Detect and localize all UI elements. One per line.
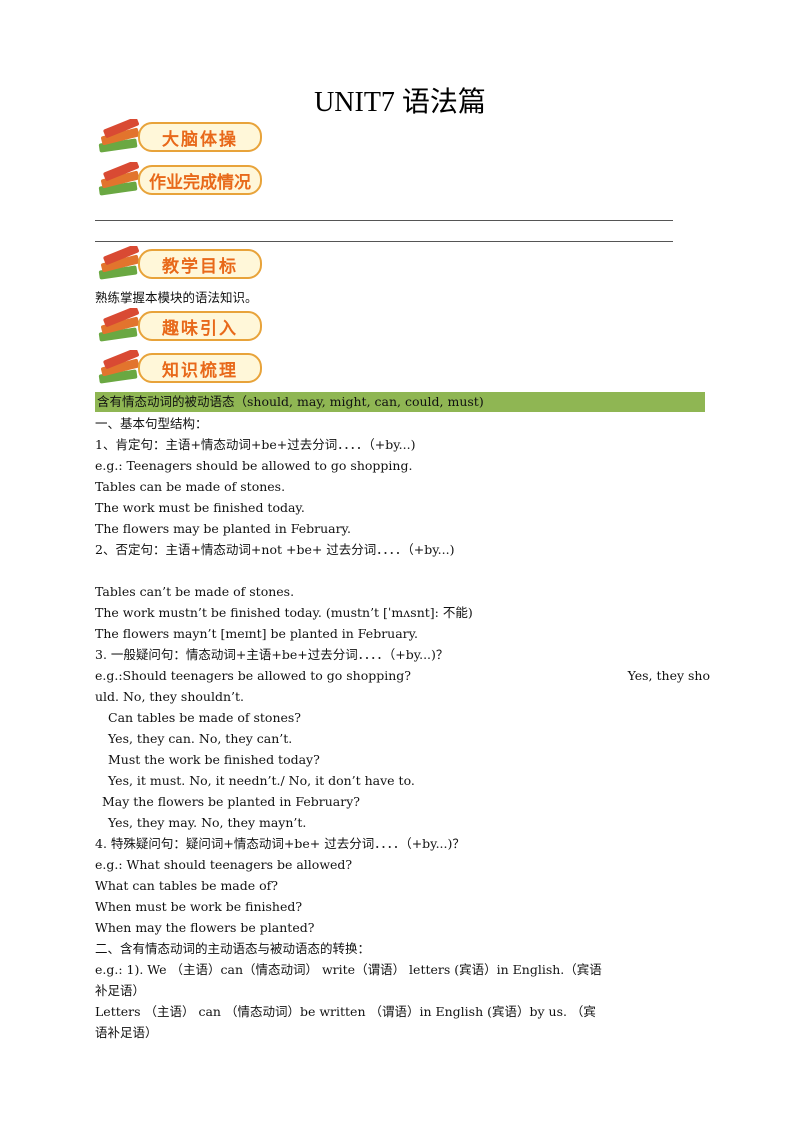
- text-line: e.g.:Should teenagers be allowed to go s…: [95, 668, 710, 684]
- text-line: e.g.: Teenagers should be allowed to go …: [95, 458, 413, 473]
- text-line: 补足语）: [95, 983, 146, 998]
- divider: [95, 241, 673, 242]
- text-line: Tables can’t be made of stones.: [95, 584, 295, 599]
- badge-fun-intro: 趣味引入: [95, 308, 265, 344]
- text-line: 二、含有情态动词的主动语态与被动语态的转换：: [95, 941, 371, 956]
- text-fragment: e.g.:Should teenagers be allowed to go s…: [95, 668, 411, 683]
- text-line: What can tables be made of?: [95, 878, 278, 893]
- text-line: 语补足语）: [95, 1025, 158, 1040]
- text-line: Yes, they may. No, they mayn’t.: [108, 815, 307, 830]
- text-line: 2、否定句：主语+情态动词+not +be+ 过去分词．．．．（+by...): [95, 542, 455, 557]
- text-line: e.g.: 1). We （主语）can（情态动词） write（谓语） let…: [95, 962, 602, 977]
- text-line: The flowers may be planted in February.: [95, 521, 351, 536]
- text-line: e.g.: What should teenagers be allowed?: [95, 857, 353, 872]
- text-line: When must be work be finished?: [95, 899, 303, 914]
- section-header: 含有情态动词的被动语态（should, may, might, can, cou…: [95, 392, 705, 412]
- text-line: When may the flowers be planted?: [95, 920, 315, 935]
- badge-knowledge-review: 知识梳理: [95, 350, 265, 386]
- text-fragment: Yes, they sho: [627, 668, 710, 683]
- text-line: The work mustn’t be finished today. (mus…: [95, 605, 473, 620]
- badge-homework-status: 作业完成情况: [95, 162, 265, 198]
- badge-label: 知识梳理: [162, 360, 238, 381]
- books-icon: [98, 246, 140, 280]
- text-line: 3. 一般疑问句：情态动词+主语+be+过去分词．．．．（+by...)？: [95, 647, 449, 662]
- books-icon: [98, 308, 140, 342]
- text-line: Tables can be made of stones.: [95, 479, 286, 494]
- badge-label: 作业完成情况: [149, 172, 251, 193]
- text-line: Must the work be finished today?: [108, 752, 320, 767]
- page-title: UNIT7 语法篇: [314, 87, 486, 118]
- text-line: uld. No, they shouldn’t.: [95, 689, 244, 704]
- text-line: Can tables be made of stones?: [108, 710, 302, 725]
- text-line: Yes, it must. No, it needn’t./ No, it do…: [108, 773, 415, 788]
- text-line: The work must be finished today.: [95, 500, 305, 515]
- text-line: Yes, they can. No, they can’t.: [108, 731, 293, 746]
- text-line: The flowers mayn’t [meɪnt] be planted in…: [95, 626, 419, 641]
- badge-label: 大脑体操: [162, 129, 238, 150]
- objective-text: 熟练掌握本模块的语法知识。: [95, 290, 258, 305]
- divider: [95, 220, 673, 221]
- text-line: 1、肯定句：主语+情态动词+be+过去分词．．．．（+by...): [95, 437, 416, 452]
- books-icon: [98, 162, 140, 196]
- badge-brain-exercise: 大脑体操: [95, 119, 265, 155]
- text-line: May the flowers be planted in February?: [102, 794, 360, 809]
- badge-label: 教学目标: [162, 256, 238, 277]
- text-line: 4. 特殊疑问句：疑问词+情态动词+be+ 过去分词．．．．（+by...)？: [95, 836, 465, 851]
- text-line: Letters （主语） can （情态动词）be written （谓语）in…: [95, 1004, 596, 1019]
- text-line: 一、基本句型结构：: [95, 416, 208, 431]
- books-icon: [98, 350, 140, 384]
- books-icon: [98, 119, 140, 153]
- badge-teaching-goals: 教学目标: [95, 246, 265, 282]
- badge-label: 趣味引入: [162, 318, 238, 339]
